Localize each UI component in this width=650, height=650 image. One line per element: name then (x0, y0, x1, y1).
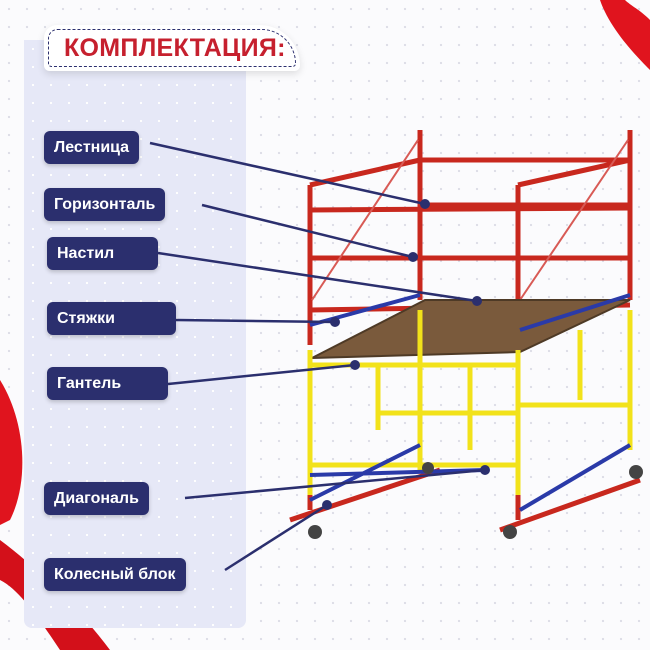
leader-dots (322, 199, 490, 510)
deck-boards (311, 299, 631, 359)
title-badge: КОМПЛЕКТАЦИЯ: (44, 25, 300, 71)
label-deck: Настил (47, 237, 158, 270)
label-diagonal: Диагональ (44, 482, 149, 515)
wheels (308, 462, 643, 539)
label-ladder: Лестница (44, 131, 140, 164)
yellow-frames (307, 310, 633, 495)
label-dumbbell: Гантель (47, 367, 168, 400)
leader-lines (149, 141, 486, 572)
label-ties: Стяжки (47, 302, 176, 335)
blue-braces (309, 293, 632, 512)
label-horizontal: Горизонталь (44, 188, 166, 221)
label-wheel-block: Колесный блок (44, 558, 186, 591)
ladder-diagonals (311, 139, 629, 301)
